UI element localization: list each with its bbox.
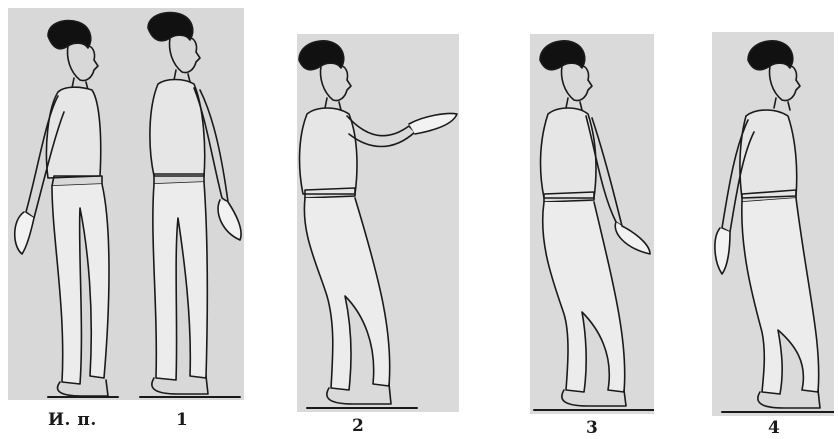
paper-background	[8, 8, 244, 400]
panel-start-and-1	[8, 8, 244, 400]
panel-4	[712, 32, 834, 416]
caption-pose-3: 3	[586, 418, 598, 438]
torso	[740, 110, 797, 198]
illustration-2	[297, 34, 459, 412]
caption-start-position: И. п.	[48, 410, 97, 430]
caption-pose-4: 4	[768, 418, 780, 438]
caption-pose-1: 1	[176, 410, 188, 430]
caption-pose-2: 2	[352, 416, 364, 436]
torso	[300, 108, 357, 194]
hair	[148, 13, 193, 41]
illustration-3	[530, 34, 654, 414]
illustration-start-and-1	[8, 8, 244, 400]
torso	[46, 87, 100, 178]
illustration-4	[712, 32, 834, 416]
hair	[48, 21, 91, 49]
panel-2	[297, 34, 459, 412]
panel-3	[530, 34, 654, 414]
